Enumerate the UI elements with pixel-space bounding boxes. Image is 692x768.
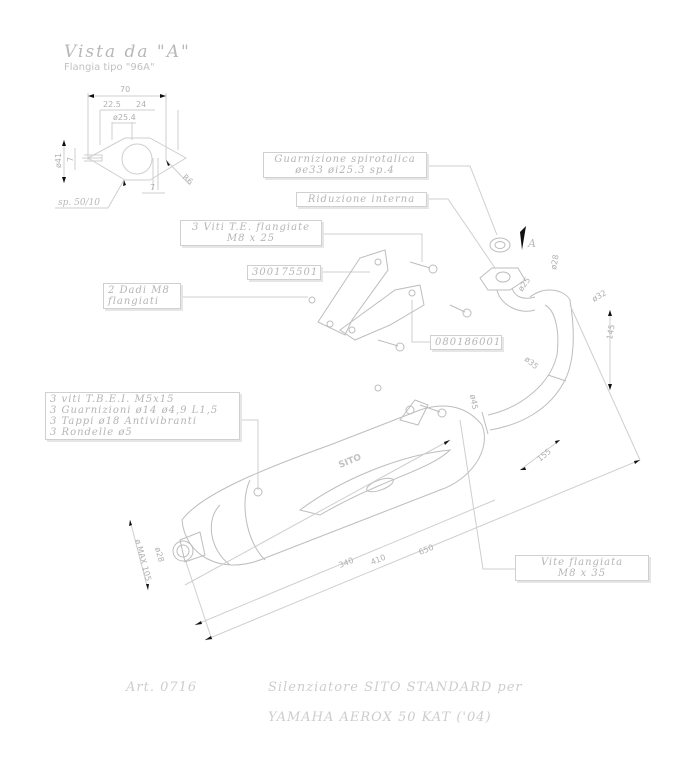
dim-radius: R6 (181, 173, 195, 187)
product-description: Silenziatore SITO STANDARD per (268, 680, 523, 695)
dimension-lines: ø25 ø28 ø32 145 ø35 ø45 155 340 410 650 … (129, 254, 641, 641)
dim-thickness: sp. 50/10 (58, 198, 100, 208)
callout-nuts-line1: 2 Dadi M8 (108, 285, 170, 296)
dim-hole-v: 7 (66, 157, 75, 162)
dim-650: 650 (417, 543, 435, 557)
callout-gasket-line2: øe33 øi25.3 sp.4 (295, 165, 395, 176)
article-number: Art. 0716 (126, 680, 198, 695)
callout-part-080186001: 080186001 (430, 335, 502, 350)
dim-d28: ø28 (549, 254, 560, 270)
view-marker-a: A (527, 237, 536, 250)
callout-reduction: Riduzione interna (296, 192, 427, 207)
vehicle-model: YAMAHA AEROX 50 KAT ('04) (268, 710, 492, 725)
view-title: Vista da "A" (64, 42, 191, 62)
callout-kit-line2: 3 Guarnizioni ø14 ø4,9 L1,5 (50, 405, 219, 416)
dim-max105: ø MAX 105 (133, 538, 153, 582)
dim-flange-bore: ø25.4 (113, 113, 136, 122)
mounting-brackets (308, 249, 472, 418)
callout-bolts-line2: M8 x 25 (226, 233, 276, 244)
dim-flange-width: 70 (120, 85, 130, 94)
callout-kit-line4: 3 Rondelle ø5 (50, 427, 133, 438)
dim-d35: ø35 (523, 355, 540, 372)
callout-bolts-line1: 3 Viti T.E. flangiate (191, 222, 311, 233)
callout-kit-line1: 3 viti T.B.E.I. M5x15 (50, 394, 175, 405)
dim-flange-height: ø41 (54, 153, 63, 168)
dim-145: 145 (605, 324, 617, 341)
dim-d32: ø32 (591, 288, 609, 303)
view-subtitle: Flangia tipo "96A" (64, 62, 155, 73)
callout-flange-bolt-line1: Vite flangiata (540, 557, 624, 568)
callout-kit-line3: 3 Tappi ø18 Antivibranti (50, 416, 198, 427)
dim-d25: ø25 (516, 276, 532, 294)
dim-410: 410 (369, 553, 387, 567)
callout-nuts-line2: flangiati (108, 296, 160, 307)
dim-d45: ø45 (468, 394, 479, 410)
dim-340: 340 (337, 556, 355, 570)
muffler: SITO (172, 399, 485, 566)
dim-flange-right: 24 (136, 100, 146, 109)
callout-gasket-line1: Guarnizione spirotalica (274, 154, 416, 165)
dim-flange-left: 22.5 (103, 100, 121, 109)
brand-logo: SITO (337, 453, 363, 471)
callout-part-300175501: 300175501 (247, 265, 321, 280)
flange-view: 70 22.5 24 ø25.4 ø41 7 7 R6 sp. 50/10 (54, 85, 195, 209)
callout-flange-bolt-line2: M8 x 35 (557, 568, 607, 579)
dim-155: 155 (536, 447, 553, 464)
exhaust-manifold: A (479, 226, 574, 435)
dim-hole-h: 7 (150, 183, 155, 192)
dim-d28-outlet: ø28 (153, 546, 166, 563)
